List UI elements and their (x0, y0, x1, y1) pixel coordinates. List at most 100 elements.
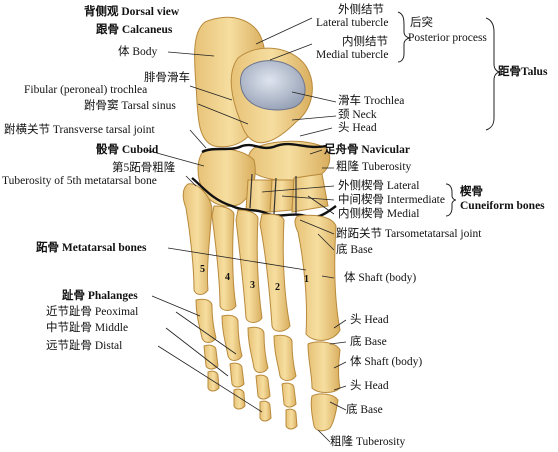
dorsal-view-title: 背侧观 Dorsal view (84, 6, 179, 19)
phalanx-base-label: 底 Base (350, 336, 387, 349)
fibular-trochlea-label-en: Fibular (peroneal) trochlea (24, 84, 148, 96)
cun-medial-cn: 内侧楔骨 (338, 208, 384, 220)
transverse-tarsal-en: Transverse tarsal joint (52, 124, 155, 136)
ph-base-cn: 底 (350, 336, 362, 348)
talus-en: Talus (521, 66, 548, 78)
trochlea-en: Trochlea (363, 95, 405, 107)
cun-medial-en: Medial (386, 208, 420, 220)
neck-en: Neck (352, 109, 377, 121)
metatarsal-5 (182, 183, 213, 295)
trochlea-cn: 滑车 (338, 95, 361, 107)
talus-label: 距骨Talus (498, 66, 547, 79)
tarsal-sinus-cn: 跗骨窦 (84, 100, 119, 112)
body-cn: 体 (118, 46, 130, 58)
middle-phalanx-4 (229, 362, 245, 388)
lateral-tubercle-label-en: Lateral tubercle (316, 17, 389, 29)
metatarsal-head-label: 头 Head (350, 314, 389, 327)
tarsal-sinus-en: Tarsal sinus (121, 100, 176, 112)
cun-lateral-en: Lateral (386, 180, 420, 192)
phalanges-label: 趾骨 Phalanges (62, 290, 138, 303)
metatarsal-2 (259, 213, 291, 332)
ph-head-en: Head (364, 380, 389, 392)
digit-1-number: 1 (304, 274, 309, 285)
metatarsal-3 (235, 209, 263, 323)
mt-base-en: Base (350, 244, 373, 256)
mt-head-cn: 头 (350, 314, 362, 326)
calcaneus-cn: 跟骨 (96, 24, 119, 36)
navicular-cn: 足舟骨 (324, 144, 359, 156)
ph-tuberosity-en: Tuberosity (355, 436, 406, 448)
posterior-process-label-cn: 后突 (410, 17, 433, 29)
cuneiform-label-en: Cuneiform bones (460, 200, 545, 212)
distal-cn: 远节趾骨 (46, 340, 92, 352)
medial-tubercle-label-en: Medial tubercle (316, 49, 389, 61)
phalanges-cn: 趾骨 (62, 290, 85, 302)
phalanx-head-label: 头 Head (350, 380, 389, 393)
proximal-phalanx-5 (195, 298, 217, 343)
calcaneus-en: Calcaneus (121, 24, 173, 36)
phalanges-en: Phalanges (87, 290, 138, 302)
metatarsal-en: Metatarsal bones (61, 242, 147, 254)
talus-bracket (485, 17, 501, 131)
digit-5-number: 5 (200, 264, 205, 275)
transverse-tarsal-joint-label: 跗横关节 Transverse tarsal joint (4, 124, 155, 137)
distal-phalanx-1 (310, 393, 339, 432)
ph-base-en: Base (364, 336, 387, 348)
nav-tuberosity-en: Tuberosity (361, 161, 412, 173)
proximal-cn: 近节趾骨 (46, 306, 92, 318)
metatarsal-4 (211, 205, 237, 311)
intermediate-cuneiform-label: 中间楔骨 Intermediate (338, 194, 445, 207)
proximal-phalanx-3 (247, 326, 269, 373)
cuboid-cn: 骰骨 (96, 144, 119, 156)
metatarsal-bones-label: 跖骨 Metatarsal bones (36, 242, 147, 255)
calcaneus-label: 跟骨 Calcaneus (96, 24, 172, 37)
trochlea-label: 滑车 Trochlea (338, 95, 404, 108)
digit-4-number: 4 (225, 272, 230, 283)
distal-base-label: 底 Base (346, 404, 383, 417)
medial-cuneiform-label: 内侧楔骨 Medial (338, 208, 419, 221)
talus-cn: 距骨 (498, 66, 521, 78)
proximal-label: 近节趾骨 Peoximal (46, 306, 138, 319)
transverse-tarsal-cn: 跗横关节 (4, 124, 50, 136)
body-label: 体 Body (118, 46, 157, 59)
middle-phalanx-2 (281, 382, 297, 408)
metatarsal-shaft-label: 体 Shaft (body) (344, 272, 416, 285)
proximal-phalanx-2 (273, 334, 297, 381)
digit-3-number: 3 (250, 280, 255, 291)
ph-base2-cn: 底 (346, 404, 358, 416)
tmt-en: Tarsometatarsal joint (384, 228, 482, 240)
middle-cn: 中节趾骨 (46, 322, 92, 334)
transverse-tarsal-joint-line (201, 142, 327, 154)
nav-tuberosity-cn: 粗隆 (336, 161, 359, 173)
posterior-process-bracket (397, 11, 411, 63)
body-en: Body (132, 46, 158, 58)
cun-intermediate-cn: 中间楔骨 (338, 194, 384, 206)
metatarsal-1 (294, 214, 341, 341)
distal-phalanx-2 (285, 408, 298, 430)
middle-phalanx-5 (203, 344, 219, 370)
mt-shaft-cn: 体 (344, 272, 356, 284)
cun-intermediate-en: Intermediate (386, 194, 445, 206)
digit-2-number: 2 (275, 282, 280, 293)
medial-tubercle-label-cn: 内侧结节 (342, 36, 388, 48)
head-en: Head (352, 122, 377, 134)
tarsal-sinus-label: 跗骨窦 Tarsal sinus (84, 100, 176, 113)
middle-en: Middle (94, 322, 129, 334)
distal-label: 远节趾骨 Distal (46, 340, 122, 353)
metatarsal-cn: 跖骨 (36, 242, 59, 254)
cuneiform-label-cn: 楔骨 (460, 186, 483, 198)
middle-label: 中节趾骨 Middle (46, 322, 128, 335)
cuneiform-bracket (445, 183, 457, 217)
tarsometatarsal-joint-label: 跗跖关节 Tarsometatarsal joint (336, 228, 481, 241)
fibular-trochlea-label-cn: 腓骨滑车 (144, 72, 190, 84)
mt-head-en: Head (364, 314, 389, 326)
proximal-phalanx-4 (221, 314, 243, 361)
cun-lateral-cn: 外侧楔骨 (338, 180, 384, 192)
tuberosity-5th-label-cn: 第5跖骨粗隆 (112, 162, 176, 174)
navicular-tuberosity-label: 粗隆 Tuberosity (336, 161, 411, 174)
talus-trochlea-cartilage (240, 60, 306, 111)
ph-base2-en: Base (360, 404, 383, 416)
ph-tuberosity-cn: 粗隆 (330, 436, 353, 448)
